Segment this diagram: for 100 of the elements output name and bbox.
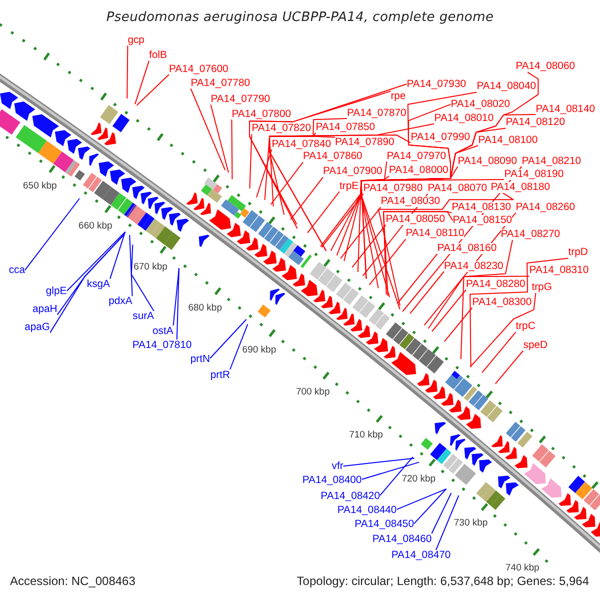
leader-line: [482, 332, 516, 374]
leader-line: [321, 193, 364, 248]
gene-label: PA14_08050: [386, 214, 446, 225]
gene-label: PA14_07930: [406, 78, 466, 90]
gene-label: PA14_08160: [437, 242, 497, 254]
gene-label: PA14_07840: [272, 138, 332, 150]
gene-label: PA14_08260: [516, 202, 576, 213]
leader-line: [357, 72, 539, 272]
leader-line: [360, 145, 479, 279]
leader-line: [360, 114, 536, 298]
gene-label: trpD: [568, 247, 588, 258]
leader-line: [380, 456, 414, 496]
gene-label: PA14_07900: [323, 166, 382, 178]
scale-label: 730 kbp: [454, 517, 488, 528]
leader-line: [368, 238, 406, 286]
leader-line: [320, 161, 388, 248]
leader-line: [494, 350, 524, 384]
leader-line: [290, 176, 324, 220]
gene-label: PA14_08230: [444, 260, 504, 272]
gene-label: glpE: [46, 286, 67, 298]
gene-label: PA14_08280: [466, 278, 526, 290]
gene-label: PA14_07970: [386, 150, 446, 162]
leader-line: [269, 118, 348, 207]
leader-line: [249, 90, 392, 225]
leader-line: [432, 289, 466, 332]
leader-line: [130, 244, 154, 312]
leader-line: [231, 119, 233, 180]
scale-label: 710 kbp: [349, 430, 383, 441]
map-title: Pseudomonas aeruginosa UCBPP-PA14, complete genome: [106, 10, 494, 26]
leader-line: [470, 292, 536, 368]
leader-line: [110, 231, 126, 280]
gene-label: gcp: [128, 34, 144, 46]
leader-line: [378, 192, 514, 306]
leader-line: [176, 268, 180, 340]
gene-label: apaG: [24, 322, 50, 333]
gene-label: PA14_07870: [347, 108, 406, 118]
leader-line: [256, 149, 272, 198]
gene-label: trpC: [516, 321, 536, 332]
leader-line: [435, 495, 460, 551]
gene-label: PA14_08470: [391, 550, 451, 562]
gene-label: PA14_08010: [434, 112, 494, 124]
gene-label: speD: [523, 340, 548, 350]
leader-line: [414, 488, 447, 524]
gene-label: PA14_08310: [529, 265, 589, 276]
gene-label: PA14_08100: [478, 134, 538, 146]
gene-label: PA14_07780: [190, 78, 250, 88]
gene-label: PA14_07800: [232, 108, 292, 120]
gene-label: PA14_08400: [302, 474, 362, 486]
leader-line: [410, 271, 444, 314]
leader-line: [134, 60, 150, 105]
leader-line: [249, 134, 252, 189]
gene-label: prtR: [210, 370, 230, 380]
leader-line: [336, 104, 452, 256]
gene-label: PA14_08090: [458, 156, 518, 166]
gene-label: PA14_08150: [452, 215, 512, 226]
leader-line: [126, 45, 128, 99]
gene-label: ksgA: [86, 278, 110, 290]
scale-label: 680 kbp: [188, 302, 222, 314]
gene-label: PA14_07820: [252, 123, 312, 134]
leader-line: [444, 307, 473, 342]
gene-label: PA14_07790: [210, 94, 270, 104]
leader-line: [330, 176, 390, 252]
leader-line: [129, 234, 133, 297]
gene-label: PA14_08270: [500, 228, 560, 240]
leader-line: [230, 324, 248, 370]
gene-label: ostA: [152, 326, 174, 336]
leader-line: [360, 128, 506, 289]
gene-label: PA14_08210: [522, 156, 582, 166]
leader-line: [460, 276, 530, 360]
leader-line: [342, 458, 415, 467]
genome-summary-text: Topology: circular; Length: 6,537,648 bp; Genes: 5,964: [296, 574, 589, 588]
leader-line: [24, 198, 80, 271]
leader-line: [190, 88, 226, 171]
leader-line: [210, 104, 229, 174]
leader-line: [269, 134, 412, 252]
leader-line: [340, 206, 382, 259]
gene-label: rpe: [390, 91, 406, 102]
gene-label: PA14_08070: [428, 182, 488, 194]
leader-line: [396, 488, 447, 510]
leader-line: [352, 224, 386, 268]
gene-label: PA14_08190: [504, 168, 564, 180]
gene-label: PA14_08130: [452, 202, 512, 213]
gene-label: PA14_08300: [472, 296, 532, 308]
scale-label: 650 kbp: [23, 180, 57, 192]
scale-label: 720 kbp: [402, 473, 436, 484]
leader-line: [307, 191, 340, 234]
gene-label: PA14_07810: [132, 340, 192, 350]
gene-label: PA14_07980: [363, 182, 423, 194]
gene-label: PA14_08420: [320, 490, 380, 502]
leader-line: [361, 462, 420, 480]
leader-line: [172, 268, 180, 326]
scale-label: 700 kbp: [296, 386, 330, 398]
gene-label: PA14_08180: [490, 182, 550, 193]
gene-label: PA14_07600: [169, 64, 228, 74]
leader-line: [360, 179, 505, 310]
leader-line: [344, 92, 478, 262]
gene-label: PA14_08030: [380, 196, 440, 208]
leader-line: [270, 162, 304, 205]
leader-line: [428, 239, 514, 329]
gene-label: PA14_07990: [410, 132, 470, 143]
